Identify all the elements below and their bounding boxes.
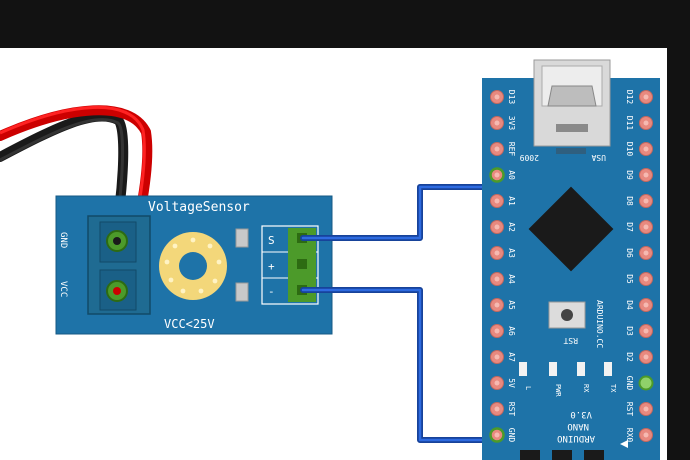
led-label-l: L [524,386,532,390]
pin-hole [643,120,649,126]
board-label-2009: 2009 [520,153,539,162]
pin-label-left-d13: D13 [507,90,516,105]
status-leds [519,362,612,376]
pin-hole [643,276,649,282]
pin-label-right-d9: D9 [625,170,634,180]
pin-hole [494,302,500,308]
led-label-tx: TX [609,384,617,393]
pin-label-left-rst: RST [507,402,516,417]
brand-label: ARDUINO.CC [595,300,604,348]
pin-hole [494,146,500,152]
pin-label-left-a0: A0 [507,170,516,180]
signal-wires [300,184,501,443]
pin-hole [494,328,500,334]
output-header-outline [261,225,319,305]
pin-hole [494,172,500,178]
pin-hole [643,224,649,230]
nano-name: NANO [567,421,589,431]
led-label-pwr: PWR [554,384,562,397]
pin-label-right-gnd: GND [625,376,634,391]
pin-label-left-3v3: 3V3 [507,116,516,131]
pin-hole [494,276,500,282]
pin-label-right-d12: D12 [625,90,634,105]
reset-label: RST [563,336,578,345]
resistor-2 [235,282,249,302]
a0-connected-ring [489,167,505,183]
pin-label-left-gnd: GND [507,428,516,443]
pin-hole [494,406,500,412]
pin-label-right-d8: D8 [625,196,634,206]
pin-hole [643,94,649,100]
pin-hole [494,250,500,256]
pin-label-right-d6: D6 [625,248,634,258]
pin-label-right-d2: D2 [625,352,634,362]
terminal-vcc-label: VCC [58,281,68,297]
pin-s-label: S [268,234,275,247]
pin-hole [643,328,649,334]
nano-version: V3.0 [570,409,592,419]
nano-brand: ARDUINO [557,433,595,443]
board-label-usa: USA [591,153,606,162]
pin-label-left-a4: A4 [507,274,516,284]
pin-label-right-d11: D11 [625,116,634,131]
sensor-title: VoltageSensor [148,200,250,215]
pin-hole [643,146,649,152]
pin-hole [494,432,500,438]
pin-label-right-d4: D4 [625,300,634,310]
pin-label-left-a3: A3 [507,248,516,258]
pin-hole [494,224,500,230]
pin-hole [643,302,649,308]
pin-minus-label: - [268,285,275,298]
pin-label-right-rst: RST [625,402,634,417]
led-label-rx: RX [582,384,590,393]
pin-hole [494,380,500,386]
pin-label-right-rx0: RX0 [625,428,634,443]
pin-label-left-a2: A2 [507,222,516,232]
smd-chip [556,148,586,154]
pin-label-left-a6: A6 [507,326,516,336]
pin-hole [643,354,649,360]
orientation-arrow-icon [620,440,628,448]
pin-label-right-d7: D7 [625,222,634,232]
led-tx [604,362,612,376]
sensor-bottom-label: VCC<25V [164,317,215,331]
pin-label-left-5v: 5V [507,378,516,388]
pin-hole [494,354,500,360]
atmega-chip [528,186,614,272]
led-pwr [549,362,557,376]
pin-label-left-a7: A7 [507,352,516,362]
pin-label-left-a5: A5 [507,300,516,310]
pin-label-right-d5: D5 [625,274,634,284]
right-gnd-highlight [638,375,654,391]
led-rx [577,362,585,376]
pin-hole [494,198,500,204]
pin-hole [643,250,649,256]
pin-hole [494,94,500,100]
led-l [519,362,527,376]
resistor-1 [235,228,249,248]
pin-hole [643,432,649,438]
pin-plus-label: + [268,260,275,273]
pin-hole [643,198,649,204]
pin-label-left-ref: REF [507,142,516,157]
gnd-connected-ring [489,427,505,443]
mounting-hole [179,252,207,280]
pin-hole [494,120,500,126]
terminal-gnd-label: GND [58,232,68,248]
pin-label-right-d3: D3 [625,326,634,336]
pin-hole [643,172,649,178]
pin-hole [643,406,649,412]
pin-label-left-a1: A1 [507,196,516,206]
voltage-sensor: VoltageSensor VCC<25V GND VCC S [55,195,333,335]
pin-label-right-d10: D10 [625,142,634,157]
